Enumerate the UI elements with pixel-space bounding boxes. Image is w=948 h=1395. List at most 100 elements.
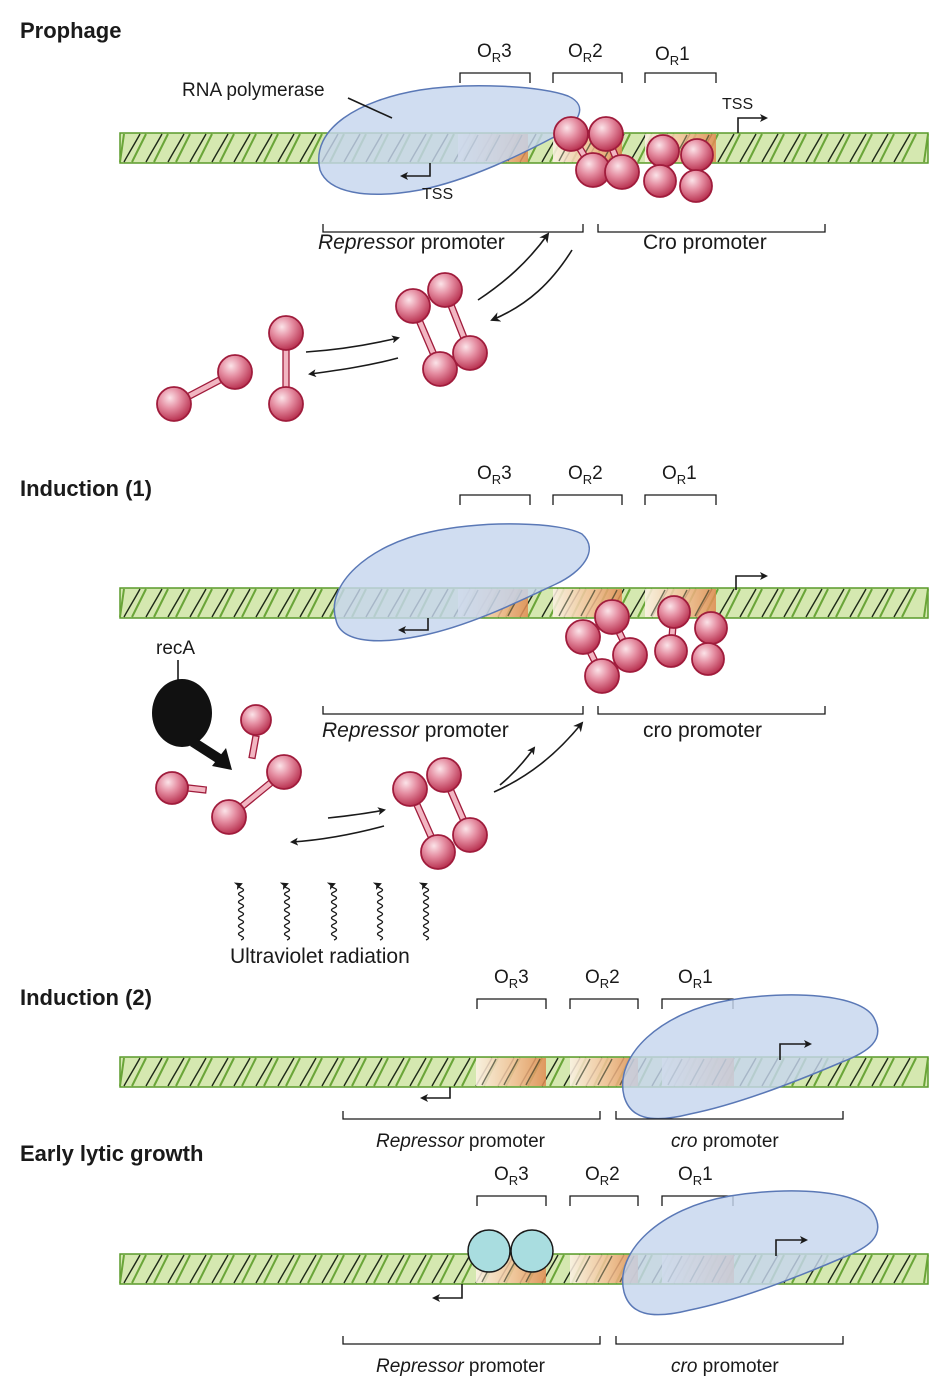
repressor-domain [594,599,630,635]
dna-helix-turn [893,133,911,163]
operator-helix-turn [597,1058,613,1086]
dna-groove [439,1057,455,1087]
repressor-domain [452,817,488,853]
repressor-domain [427,272,463,308]
operator-site-name: OR3 [494,1164,529,1188]
operator-bracket [476,1195,547,1206]
repressor-dimers-bound [553,116,714,203]
repressor-promoter-bracket [322,706,584,715]
dna-groove [131,1254,147,1284]
operator-helix-turn [503,1058,519,1086]
repressor-free [156,272,488,422]
dna-helix-turn [849,588,867,618]
dna-helix-turn [299,1254,317,1284]
dna-helix-turn [871,588,889,618]
tss-left-label: TSS [422,186,453,203]
dna-groove [241,1254,257,1284]
dna-groove [857,1254,873,1284]
repressor-promoter-bracket [342,1336,601,1345]
dna-helix-turn [321,588,339,618]
uv-wave-line [326,882,338,941]
dna-helix-turn [211,588,229,618]
operator-bracket [552,494,623,505]
dna-helix-turn [431,1254,449,1284]
dna-groove [725,133,741,163]
cro-promoter-bracket [597,224,826,233]
dna-groove [901,1057,917,1087]
dna-groove [527,588,543,618]
repressor-domain [646,134,680,168]
dna-helix-turn [211,133,229,163]
panel-induction-1: Induction (1) OR3 OR2 OR1 Repressor prom… [20,463,929,968]
dna-helix-turn [761,133,779,163]
dna-helix-turn [739,133,757,163]
dna-helix-turn [299,588,317,618]
repressor-linker-cut [186,784,208,794]
dna-helix-turn [365,1057,383,1087]
dna-helix-turn [871,133,889,163]
operator-site-name: OR2 [568,41,603,65]
repressor-promoter-label: Repressor promoter [322,719,509,742]
uv-wave-5 [418,882,430,941]
dna-helix-turn [233,1254,251,1284]
operator-bracket [569,998,639,1009]
panel-induction-2: Induction (2) OR3 OR2 OR1 Repressor prom… [20,967,929,1152]
dna-helix-turn [167,588,185,618]
dna-helix-turn [849,133,867,163]
repressor-dimer-or1-lower [679,138,714,203]
site-label-or3: OR3 [459,41,531,83]
dna-helix-turn [145,1057,163,1087]
repressor-dimer-or2-lower [588,116,640,190]
dna-helix-turn [211,1254,229,1284]
rna-polymerase [317,85,581,195]
dna-groove [901,588,917,618]
operator-bracket [552,72,623,83]
dna-helix-turn [871,1254,889,1284]
dna-helix-turn [145,588,163,618]
repressor-domain [565,619,601,655]
dna-groove [351,1057,367,1087]
operator-helix-turn [525,1058,541,1086]
dna-helix-turn [123,133,141,163]
dna-helix-turn [453,1057,471,1087]
reca-tip [212,748,232,770]
operator-bracket [644,494,717,505]
dna-helix-turn [189,588,207,618]
site-label-or2: OR2 [569,1164,639,1206]
dna-groove [879,1254,895,1284]
dna-groove [835,1057,851,1087]
cro-promoter-label: cro promoter [643,719,762,742]
panel-title-induction-1: Induction (1) [20,476,152,501]
cleaved-repressors [155,704,302,835]
dna-helix-turn [783,133,801,163]
dna-helix-turn [387,1254,405,1284]
repressor-dimer-or1-upper [654,595,691,668]
dna-helix-turn [783,588,801,618]
repressor-promoter-label: Repressor promoter [376,1356,546,1377]
operator-site-name: OR3 [477,463,512,487]
release-arrow [490,249,573,322]
uv-wave-line [233,882,245,941]
dna-helix-turn [343,1057,361,1087]
repressor-dimer-free [211,754,302,835]
dna-helix-turn [343,1254,361,1284]
operator-bracket [569,1195,639,1206]
operator-site-name: OR2 [585,967,620,991]
dna-groove [747,588,763,618]
dna-helix-turn [123,588,141,618]
repressor-promoter-bracket [342,1111,601,1120]
dna-helix-turn [255,588,273,618]
cro-promoter-label: Cro promoter [643,231,767,254]
operator-helix-turn [580,589,596,617]
cro-tss-arrow [779,1040,812,1060]
uv-wave-1 [233,882,245,941]
panel-title-prophage: Prophage [20,18,121,43]
dna-helix-turn [255,1057,273,1087]
repressor-domain [584,658,620,694]
repressor-dimer-or1-upper [643,134,680,198]
rna-polymerase [333,523,590,642]
dna-groove [197,133,213,163]
dna-helix-turn [805,588,823,618]
or-labels: OR3 OR2 OR1 [476,967,734,1009]
dna-groove [747,133,763,163]
